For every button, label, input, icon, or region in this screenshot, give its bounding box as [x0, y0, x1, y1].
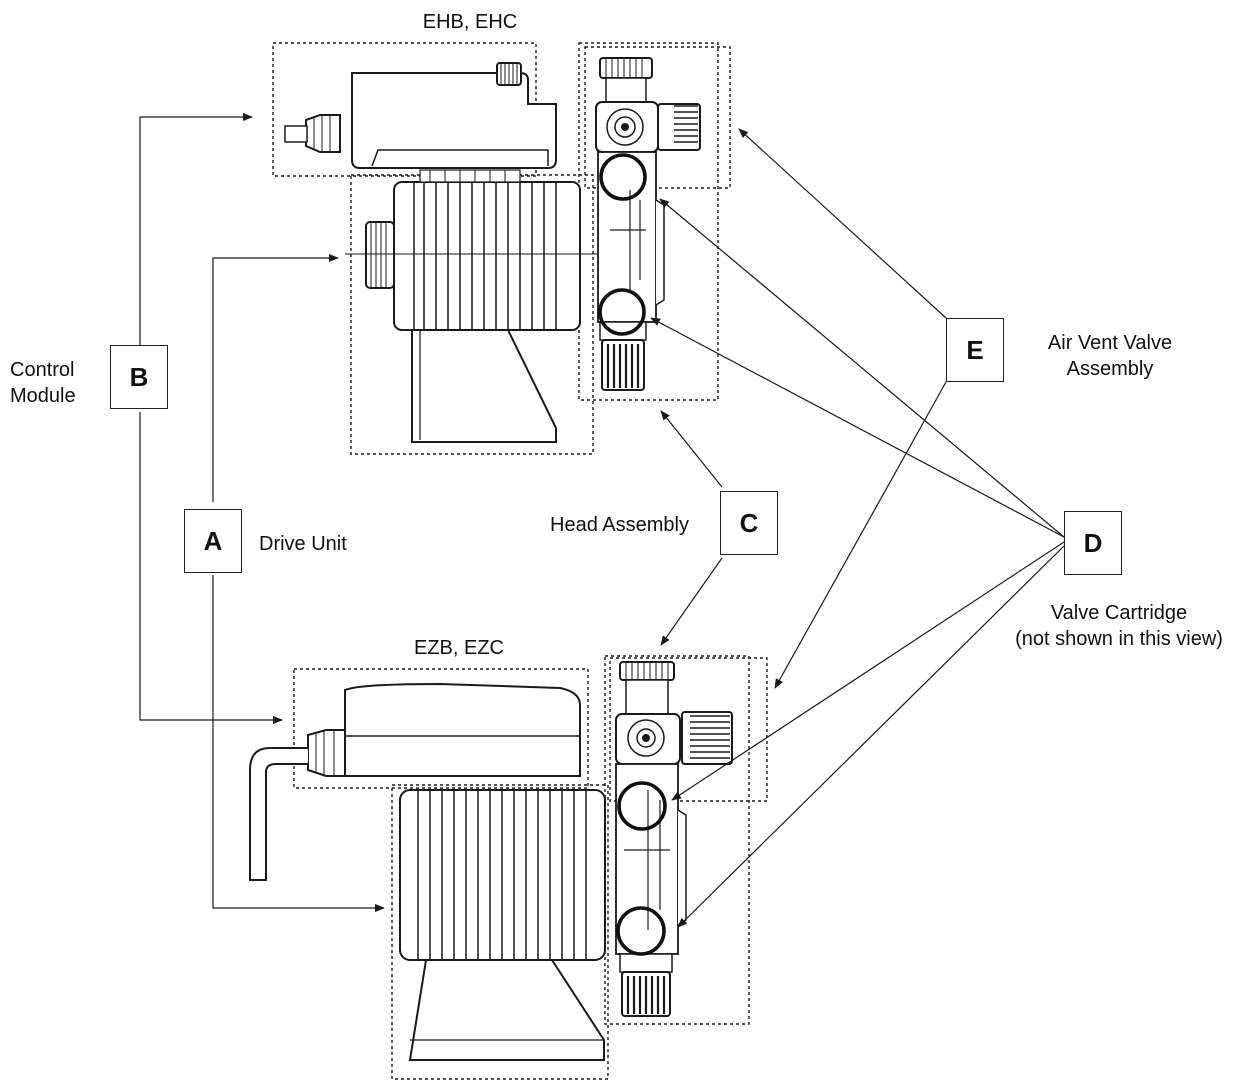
top-base-foot: [412, 330, 556, 442]
leader-c-bottom: [661, 558, 722, 645]
leader-e-top: [739, 129, 946, 318]
label-drive-unit: Drive Unit: [259, 532, 347, 556]
model-title-top: EHB, EHC: [395, 10, 545, 34]
bottom-base-foot: [410, 960, 604, 1060]
bottom-cable: [250, 748, 308, 880]
label-valve-cartridge-line1: Valve Cartridge: [1000, 601, 1238, 625]
leader-e-bottom: [775, 382, 946, 688]
top-drive-body: [394, 182, 580, 330]
bottom-side-fitting: [682, 712, 732, 764]
label-air-vent-line2: Assembly: [1025, 357, 1195, 381]
label-valve-cartridge-line2: (not shown in this view): [990, 627, 1248, 651]
key-c: C: [720, 491, 778, 555]
bottom-pump: [250, 662, 732, 1060]
bottom-control-housing: [345, 684, 580, 776]
label-control-line2: Module: [10, 384, 76, 408]
key-a: A: [184, 509, 242, 573]
key-d: D: [1064, 511, 1122, 575]
leader-b-top: [140, 117, 252, 345]
top-pump: [285, 58, 700, 442]
top-stroke-knob: [366, 222, 394, 288]
label-head-assembly: Head Assembly: [550, 513, 689, 537]
top-control-housing: [352, 73, 556, 168]
bottom-cable-gland: [308, 730, 345, 776]
top-cable-gland: [306, 115, 340, 152]
leader-c-top: [661, 411, 722, 487]
label-control-line1: Control: [10, 358, 74, 382]
bottom-vent-knob: [620, 662, 674, 680]
leader-d-3: [672, 542, 1064, 800]
top-side-fitting: [658, 104, 700, 150]
key-b: B: [110, 345, 168, 409]
model-title-bottom: EZB, EZC: [384, 636, 534, 660]
top-vent-knob: [600, 58, 652, 78]
leader-a-top: [213, 258, 338, 502]
label-air-vent-line1: Air Vent Valve: [1025, 331, 1195, 355]
key-e: E: [946, 318, 1004, 382]
